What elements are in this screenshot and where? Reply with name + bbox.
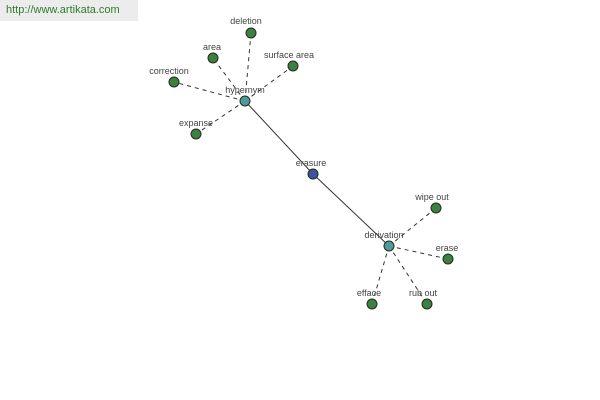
node-area[interactable] bbox=[207, 52, 219, 64]
node-label-deletion[interactable]: deletion bbox=[230, 16, 262, 26]
edge-erasure-hypernym bbox=[244, 100, 314, 175]
node-correction[interactable] bbox=[168, 76, 180, 88]
edge-hypernym-expanse bbox=[195, 100, 246, 135]
node-label-derivation[interactable]: derivation bbox=[364, 230, 403, 240]
watermark-url: http://www.artikata.com bbox=[0, 0, 138, 21]
node-deletion[interactable] bbox=[245, 27, 257, 39]
node-erase[interactable] bbox=[442, 253, 454, 265]
node-label-wipe-out[interactable]: wipe out bbox=[414, 192, 449, 202]
edge-derivation-rub-out bbox=[388, 245, 428, 305]
nodes-layer bbox=[168, 27, 454, 310]
labels-layer: erasure hypernym derivation deletion area sur… bbox=[149, 16, 458, 298]
edge-derivation-erase bbox=[388, 245, 449, 260]
edge-hypernym-surface-area bbox=[244, 65, 294, 102]
node-label-rub-out[interactable]: rub out bbox=[409, 288, 438, 298]
node-surface-area[interactable] bbox=[287, 60, 299, 72]
edge-derivation-wipe-out bbox=[388, 207, 437, 247]
node-label-erasure[interactable]: erasure bbox=[296, 158, 327, 168]
edge-hypernym-deletion bbox=[244, 32, 252, 102]
node-derivation[interactable] bbox=[383, 240, 395, 252]
node-efface[interactable] bbox=[366, 298, 378, 310]
node-rub-out[interactable] bbox=[421, 298, 433, 310]
edges-layer bbox=[173, 32, 449, 305]
node-wipe-out[interactable] bbox=[430, 202, 442, 214]
node-erasure[interactable] bbox=[307, 168, 319, 180]
node-label-surface-area[interactable]: surface area bbox=[264, 50, 314, 60]
node-label-correction[interactable]: correction bbox=[149, 66, 189, 76]
edge-hypernym-area bbox=[212, 57, 246, 102]
node-label-hypernym[interactable]: hypernym bbox=[225, 85, 265, 95]
node-label-expanse[interactable]: expanse bbox=[179, 118, 213, 128]
node-label-efface[interactable]: efface bbox=[357, 288, 381, 298]
node-label-area[interactable]: area bbox=[203, 42, 221, 52]
edge-erasure-derivation bbox=[312, 173, 390, 247]
node-label-erase[interactable]: erase bbox=[436, 243, 459, 253]
edge-derivation-efface bbox=[371, 245, 390, 305]
node-expanse[interactable] bbox=[190, 128, 202, 140]
node-hypernym[interactable] bbox=[239, 95, 251, 107]
